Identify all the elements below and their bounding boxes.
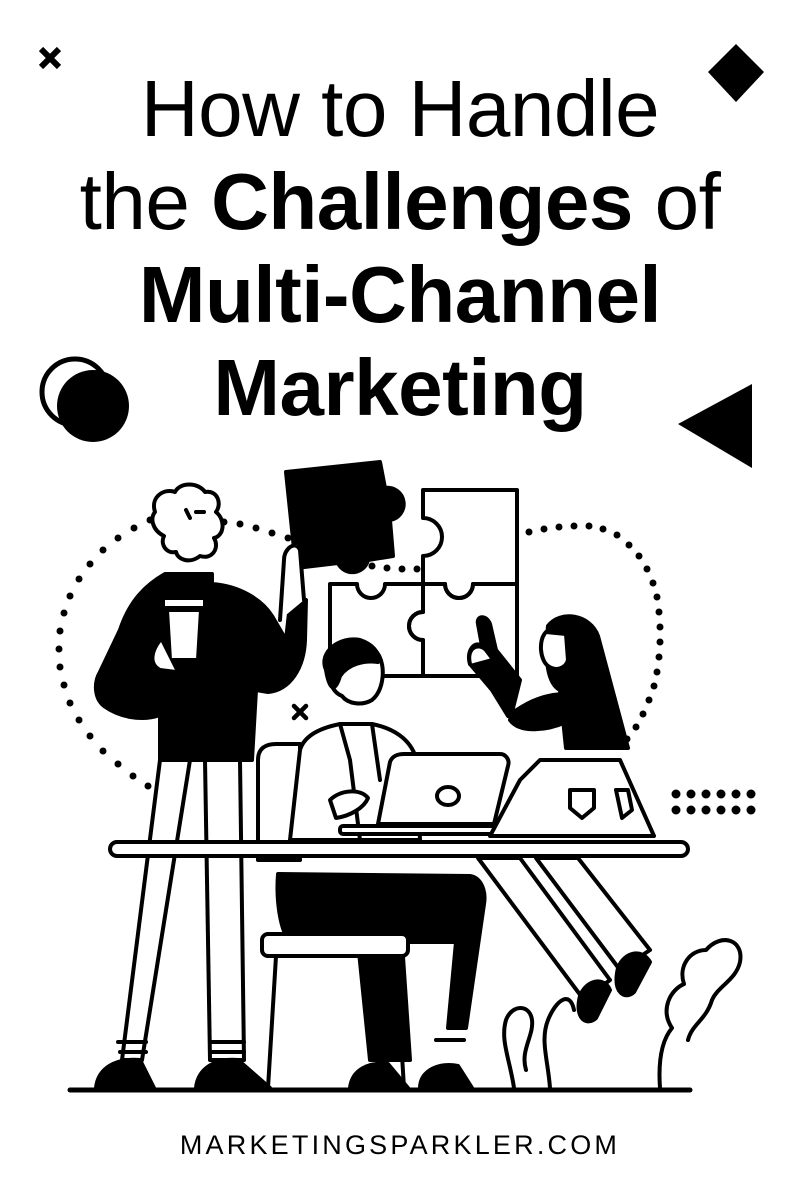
small-x-icon <box>291 703 309 721</box>
seated-man <box>256 637 512 1090</box>
overlapping-circles-icon <box>39 356 129 442</box>
plants <box>502 938 743 1090</box>
held-puzzle-piece <box>284 460 406 575</box>
pointing-woman <box>467 614 656 1024</box>
title-line-2-bold: Challenges <box>211 157 633 246</box>
footer-url: MARKETINGSPARKLER.COM <box>179 1130 621 1160</box>
title-line-4: Marketing <box>213 343 587 432</box>
title-line-2-pre: the <box>79 157 212 246</box>
title-line-1: How to Handle <box>140 64 660 153</box>
x-mark-icon <box>38 46 62 70</box>
dot-grid-icon <box>671 789 756 815</box>
desk-top <box>108 840 690 858</box>
dotted-arc-left <box>55 516 421 790</box>
team-puzzle-illustration <box>55 460 743 1093</box>
triangle-left-icon <box>678 384 752 468</box>
bearded-man <box>93 482 308 1090</box>
title-line-3: Multi-Channel <box>138 250 662 339</box>
diamond-icon <box>708 44 764 102</box>
title-line-2-post: of <box>632 157 721 246</box>
page-title: How to Handle the Challenges of Multi-Ch… <box>0 62 800 434</box>
title-line-2: the Challenges of <box>0 155 800 248</box>
